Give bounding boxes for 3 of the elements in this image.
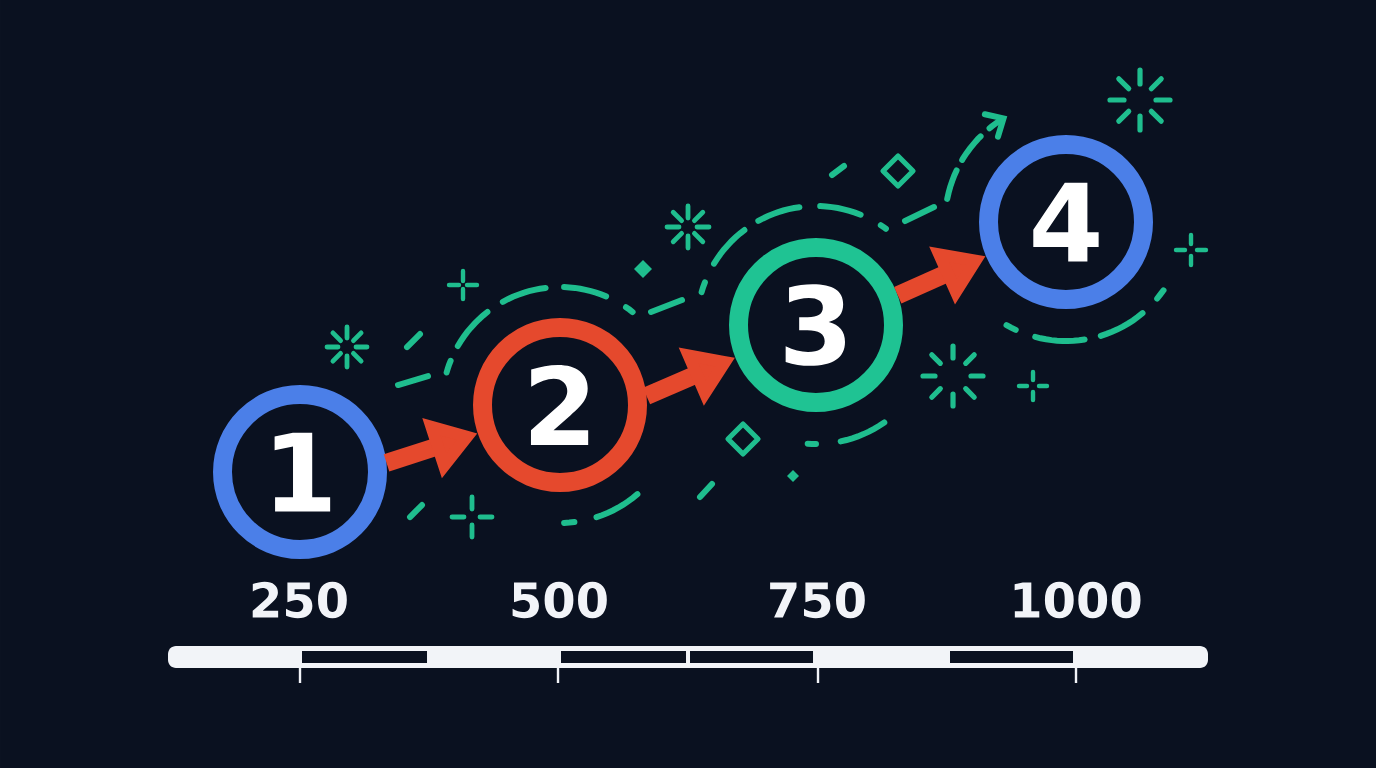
scale-label: 1000 [1014,581,1141,619]
scale-label: 500 [512,581,607,619]
scale-label: 750 [770,581,865,619]
